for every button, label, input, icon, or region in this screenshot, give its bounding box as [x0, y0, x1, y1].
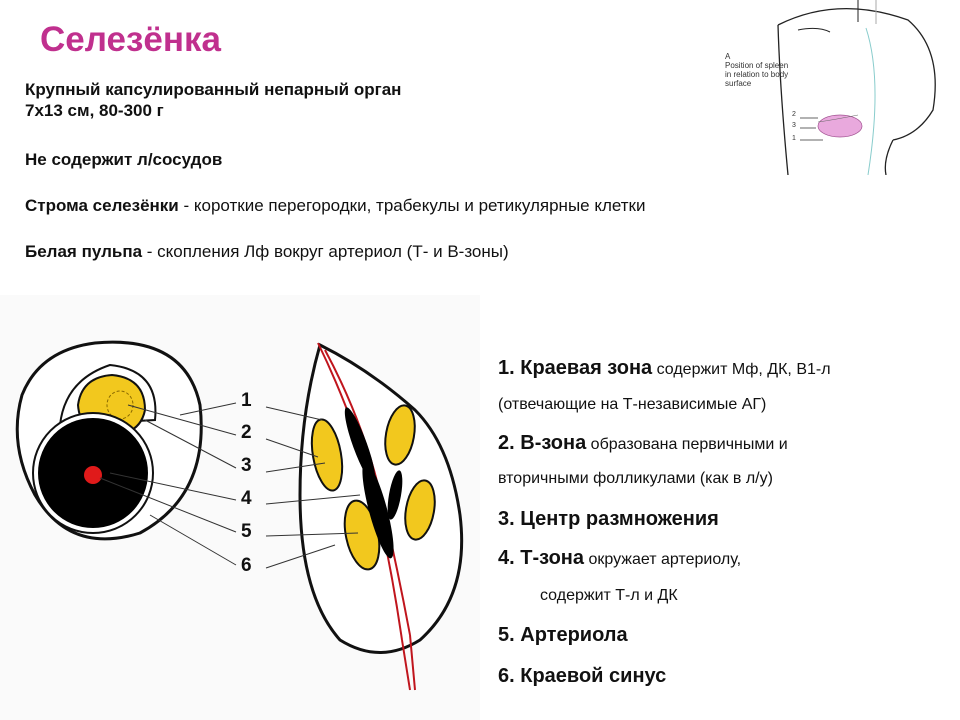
inset-caption-line3: surface	[725, 79, 752, 88]
legend-item-5: 5. Артериола	[498, 624, 628, 646]
spleen-position-inset	[777, 0, 936, 175]
stroma-label: Строма селезёнки	[25, 196, 179, 215]
legend-item-1: 1. Краевая зона содержит Мф, ДК, В1-л	[498, 357, 831, 379]
leader-lines	[99, 402, 361, 569]
legend-item-2: 2. В-зона образована первичными и	[498, 432, 788, 454]
diagram-number-3: 3	[241, 455, 252, 476]
legend-item-1-cont: (отвечающие на Т-независимые АГ)	[498, 396, 767, 413]
legend-item-2-cont: вторичными фолликулами (как в л/у)	[498, 470, 773, 487]
inset-caption-line2: in relation to body	[725, 70, 789, 79]
white-pulp-text: - скопления Лф вокруг артериол (Т- и В-з…	[142, 242, 509, 261]
intro-line-size: 7х13 см, 80-300 г	[25, 101, 164, 120]
stroma-text: - короткие перегородки, трабекулы и рети…	[178, 196, 646, 215]
inset-number-1: 1	[792, 135, 796, 142]
legend-item-3: 3. Центр размножения	[498, 508, 719, 530]
diagram-number-2: 2	[241, 422, 252, 443]
intro-line-vessels: Не содержит л/сосудов	[25, 150, 223, 169]
diagram-number-1: 1	[241, 390, 252, 411]
page-title: Селезёнка	[40, 20, 221, 59]
diagram-number-4: 4	[241, 488, 252, 509]
diagram-number-5: 5	[241, 521, 252, 542]
intro-line-white-pulp: Белая пульпа - скопления Лф вокруг артер…	[25, 242, 509, 262]
inset-number-2: 2	[792, 111, 796, 118]
legend-item-6: 6. Краевой синус	[498, 665, 667, 687]
diagram-number-6: 6	[241, 555, 252, 576]
legend-item-4: 4. Т-зона окружает артериолу,	[498, 547, 742, 569]
inset-caption-letter: A	[725, 52, 731, 61]
inset-caption: A Position of spleen in relation to body…	[725, 52, 835, 88]
intro-line-organ: Крупный капсулированный непарный орган	[25, 80, 402, 99]
legend-item-4-cont: содержит Т-л и ДК	[540, 587, 678, 604]
inset-number-3: 3	[792, 122, 796, 129]
inset-caption-line1: Position of spleen	[725, 61, 789, 70]
longitudinal-section	[298, 342, 464, 691]
white-pulp-label: Белая пульпа	[25, 242, 143, 261]
intro-line-stroma: Строма селезёнки - короткие перегородки,…	[25, 196, 646, 216]
white-pulp-diagram	[0, 295, 480, 720]
cross-section	[15, 340, 203, 541]
